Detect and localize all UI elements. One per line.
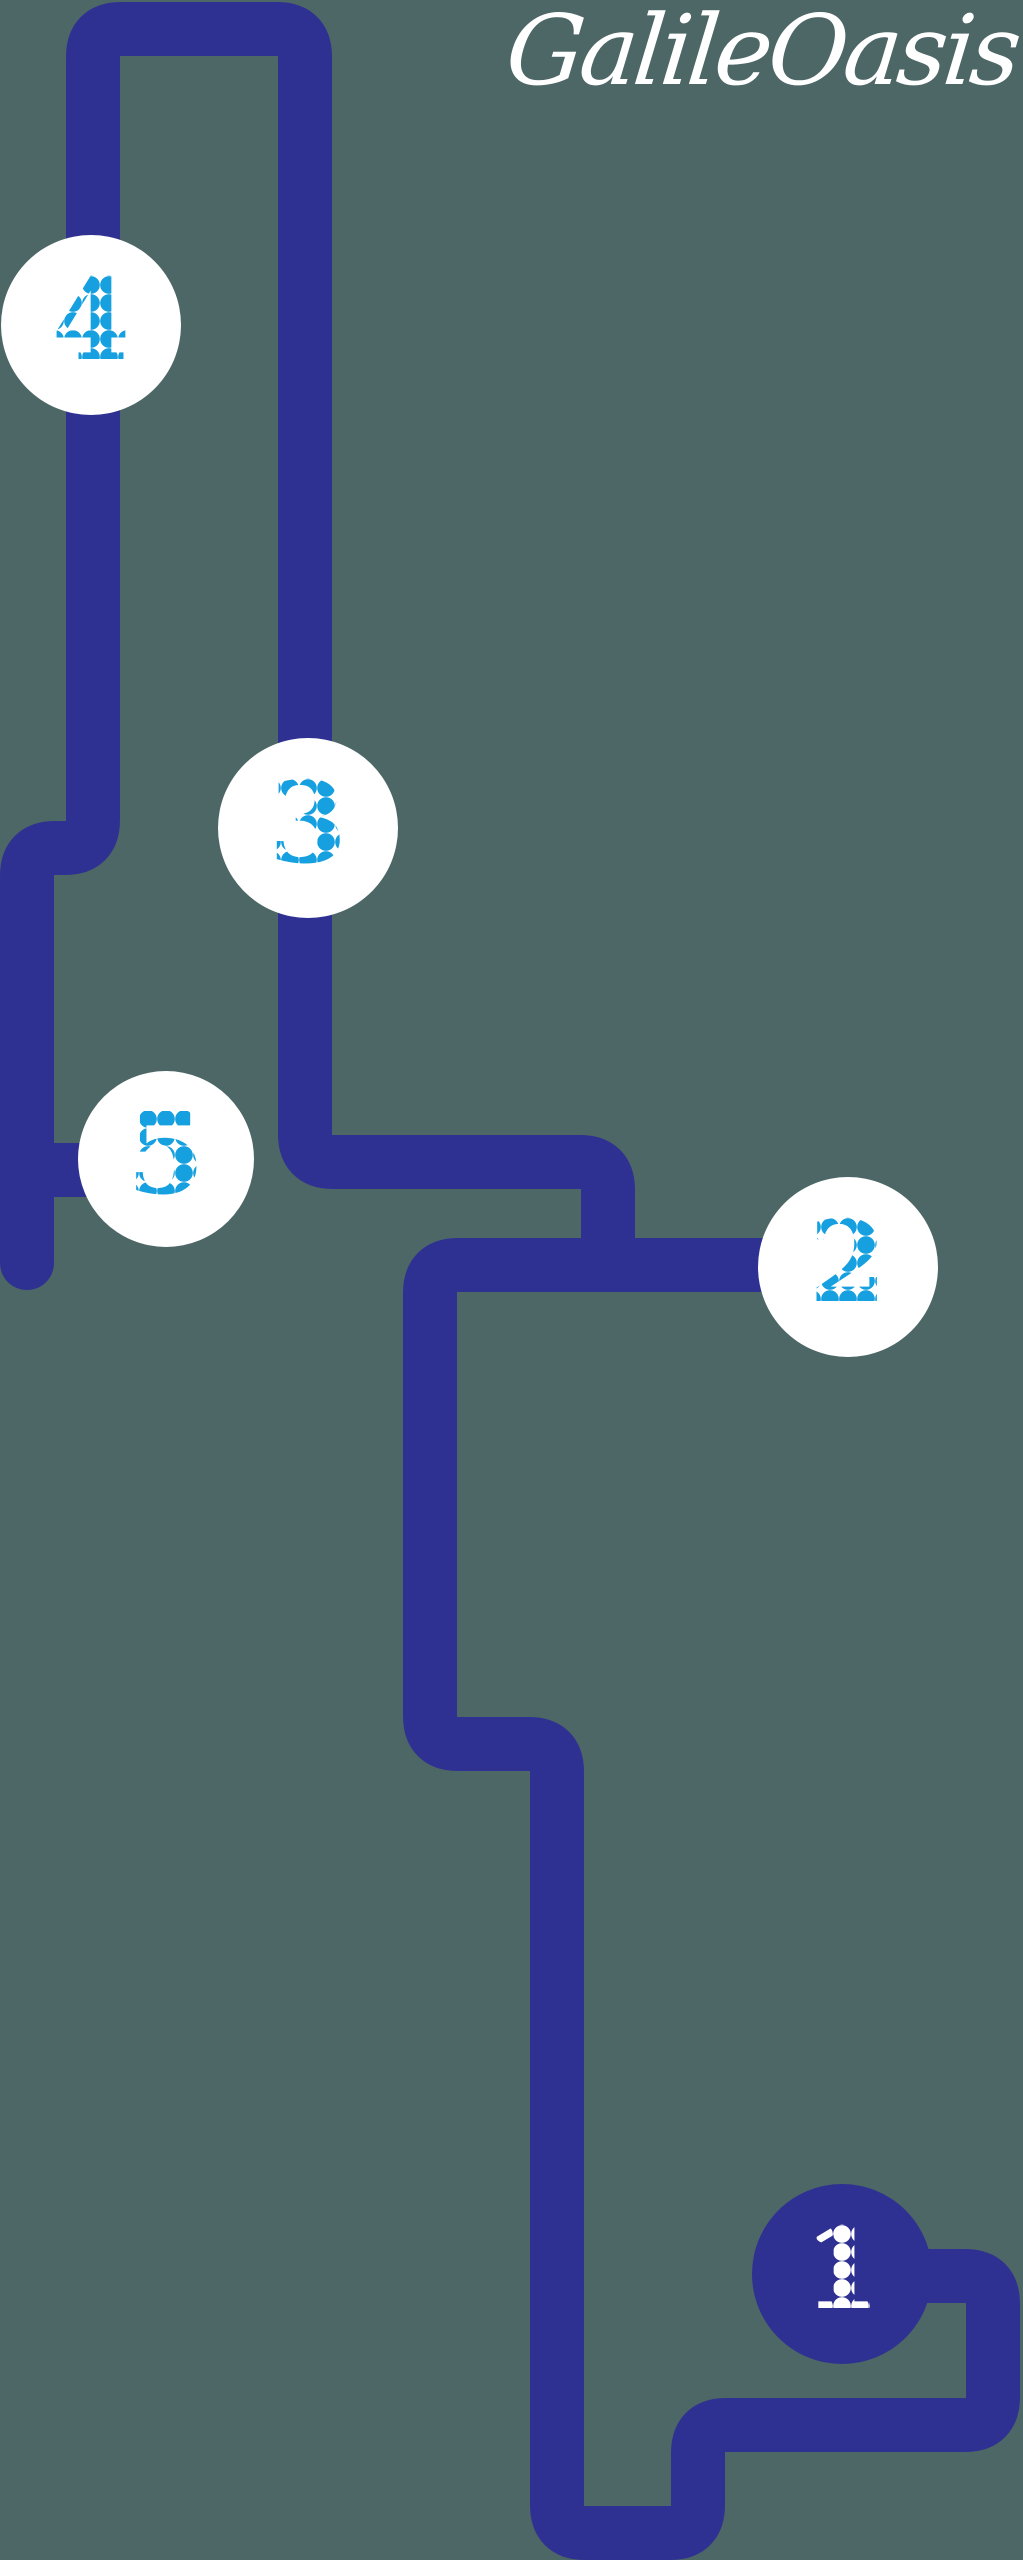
- logo-galileoasis: GalileOasis: [501, 0, 1023, 107]
- stop-marker-4[interactable]: 4: [1, 235, 181, 415]
- stop-number-2: 2: [809, 1197, 887, 1328]
- stop-number-3: 3: [269, 758, 347, 889]
- stop-marker-5[interactable]: 5: [78, 1071, 254, 1247]
- stop-number-1: 1: [803, 2204, 881, 2335]
- stop-marker-2[interactable]: 2: [758, 1177, 938, 1357]
- stop-marker-1[interactable]: 1: [752, 2184, 932, 2364]
- stop-number-4: 4: [52, 255, 130, 386]
- stop-number-5: 5: [127, 1089, 205, 1220]
- stop-marker-3[interactable]: 3: [218, 738, 398, 918]
